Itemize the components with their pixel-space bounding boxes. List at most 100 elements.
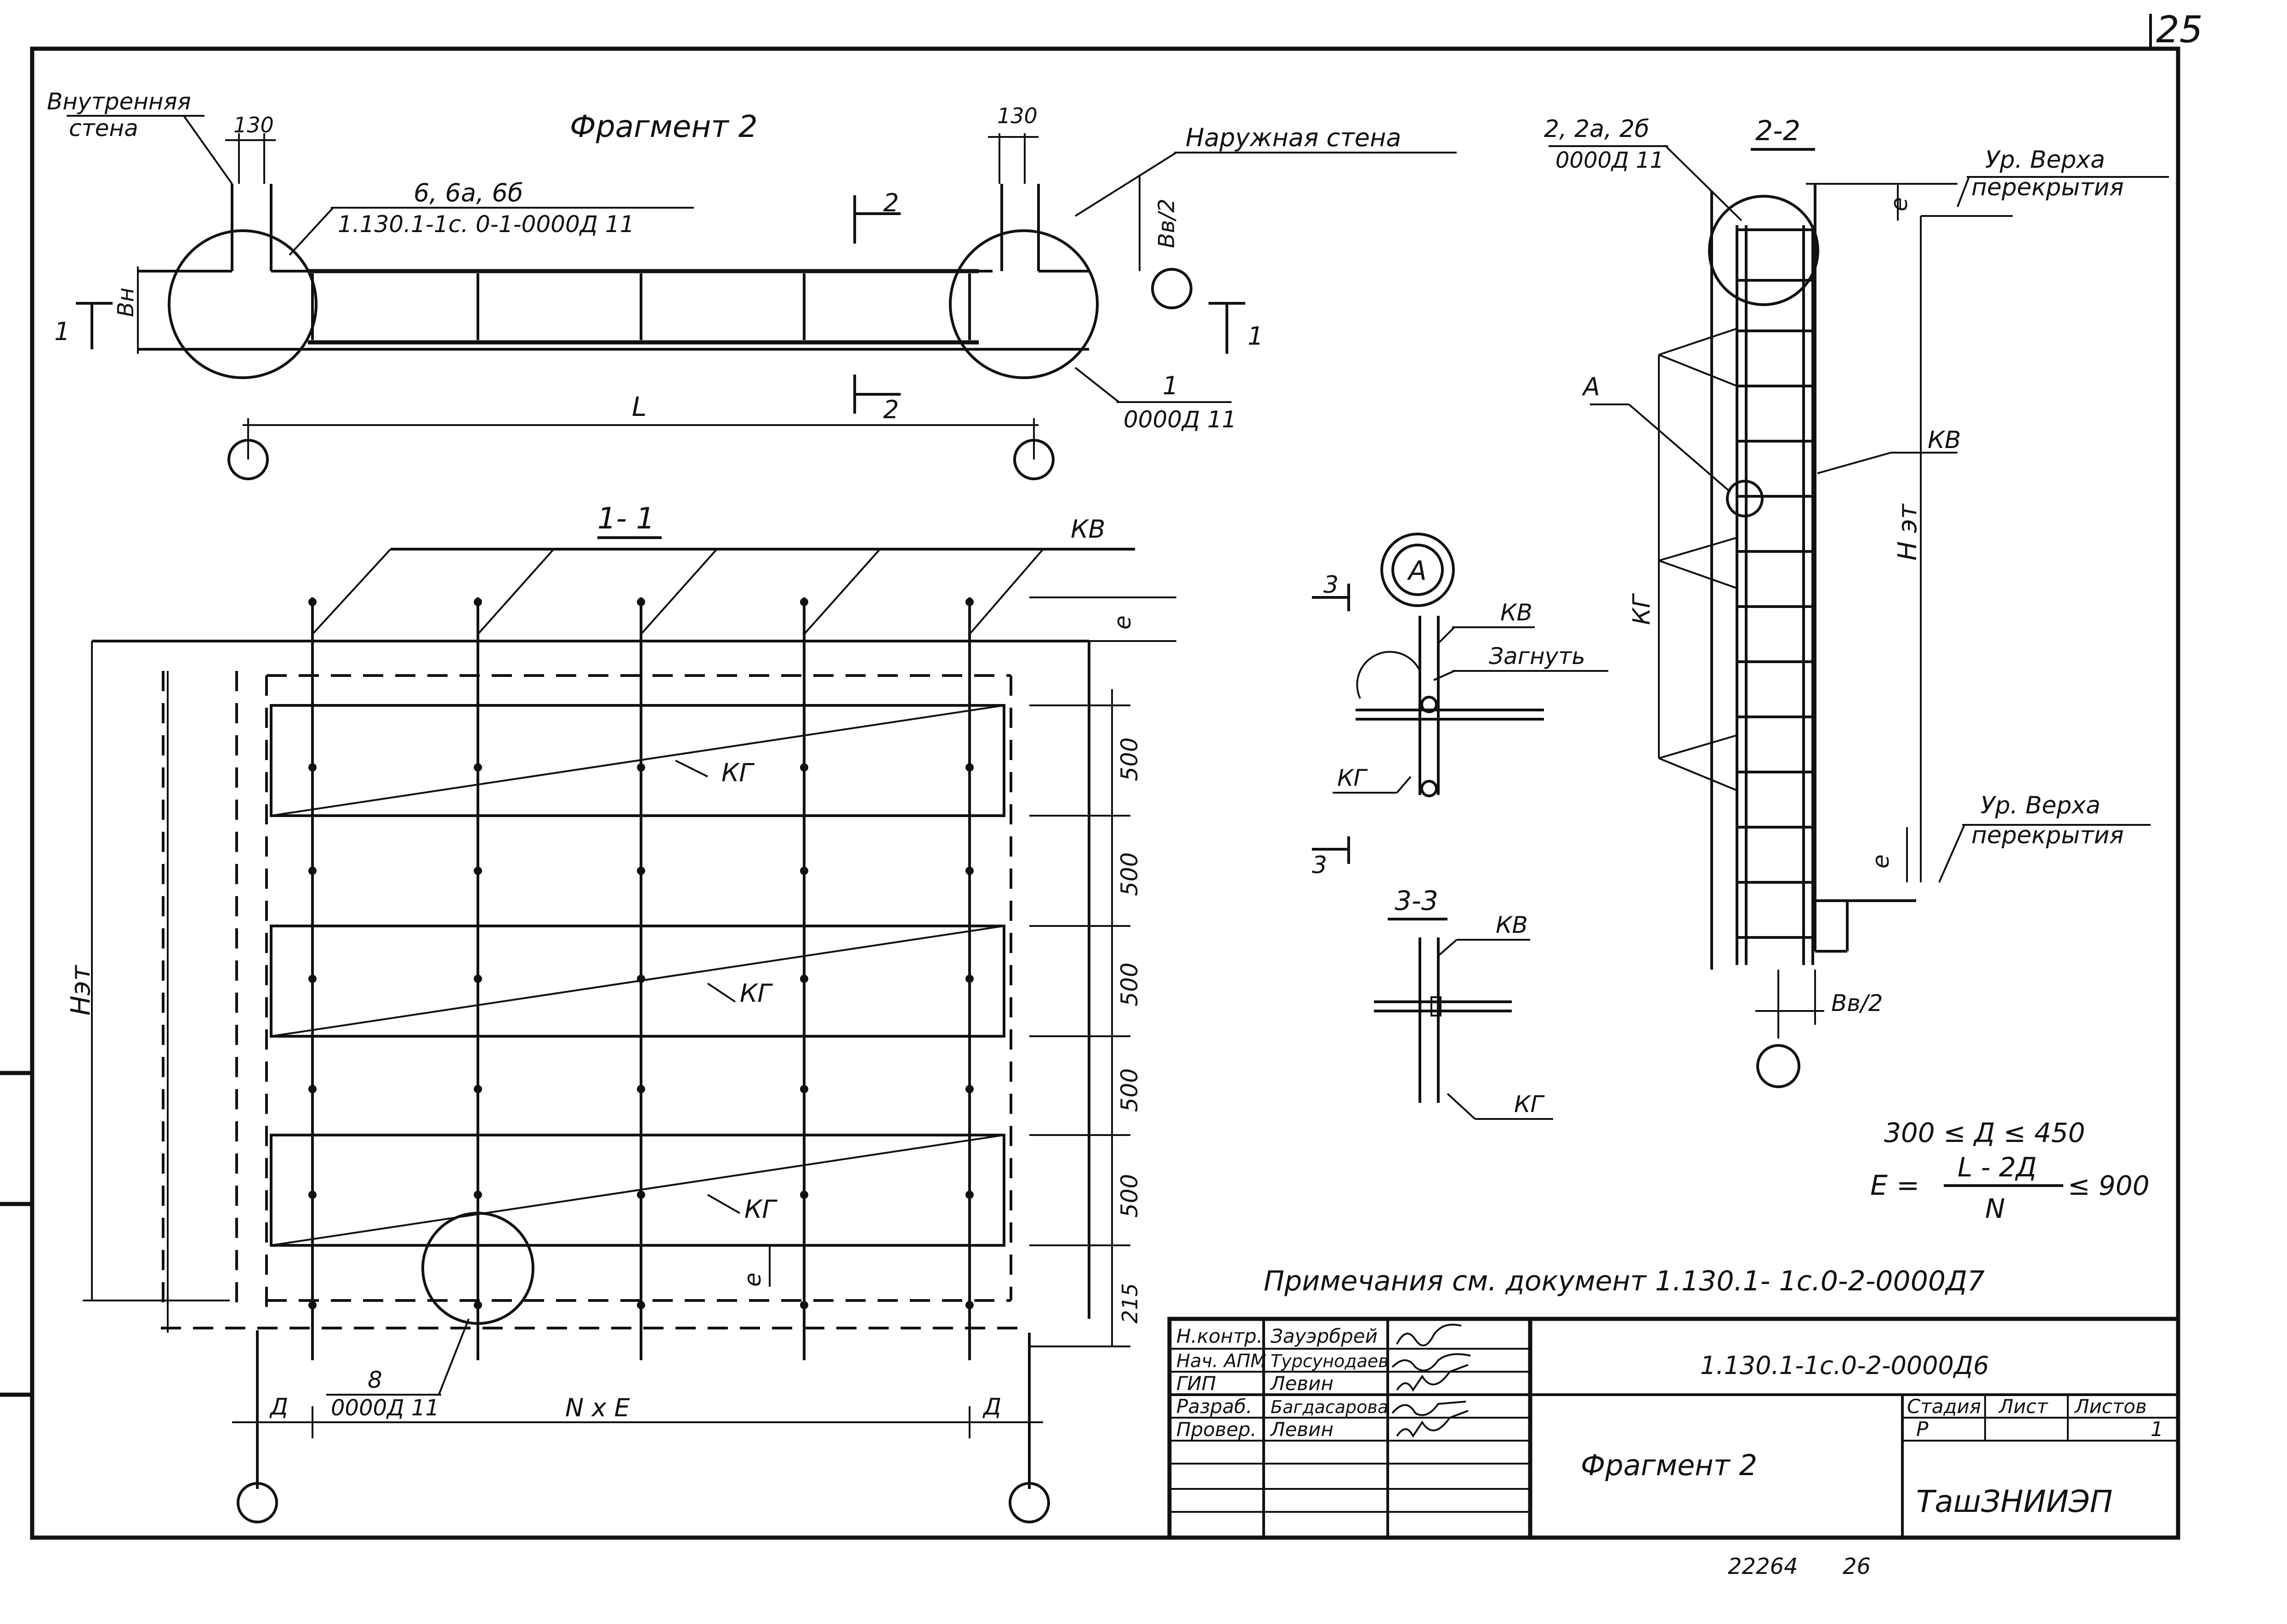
section-3-3-kv: КВ xyxy=(1496,912,1528,938)
section-2-2-title: 2-2 xyxy=(1755,115,1800,147)
section-3-3: 3-3 КВ КГ xyxy=(1374,885,1553,1120)
section-mark-1-left: 1 xyxy=(54,317,70,346)
node-a-label: А xyxy=(1407,555,1427,586)
ref-2-code: 0000Д 11 xyxy=(1555,148,1664,173)
axis-bubble-plan-right xyxy=(1013,439,1055,480)
section-1-1: 1- 1 КВ КГ КГ xyxy=(65,502,1176,1523)
dim-130-left: 130 xyxy=(233,113,274,137)
dim-L: L xyxy=(632,391,647,422)
kg-label-2: КГ xyxy=(740,979,773,1008)
role-n-kontr: Н.контр. xyxy=(1176,1325,1263,1347)
role-prover: Провер. xyxy=(1176,1418,1257,1441)
detail-circle-2-2 xyxy=(1708,195,1819,306)
ref-1-label: 1 xyxy=(1163,371,1178,400)
formula-e-lhs: E = xyxy=(1870,1170,1919,1202)
dim-bv2-2-2: Вв/2 xyxy=(1831,990,1883,1016)
footer-page: 26 xyxy=(1843,1554,1871,1579)
spacing-5: 500 xyxy=(1116,1174,1143,1218)
spacing-3: 500 xyxy=(1116,963,1143,1006)
inner-wall-label-1: Внутренняя xyxy=(47,88,191,115)
spacing-1: 500 xyxy=(1116,738,1143,781)
ref-1-code: 0000Д 11 xyxy=(1124,406,1237,433)
spacing-4: 500 xyxy=(1116,1068,1143,1112)
dim-e-top: e xyxy=(1109,615,1136,630)
kg-label-1: КГ xyxy=(721,758,755,787)
dim-bn: Вн xyxy=(113,288,139,317)
cut-3-top: 3 xyxy=(1323,571,1339,599)
axis-bubble-sec-right xyxy=(1009,1482,1050,1523)
kg-mesh-1 xyxy=(270,704,1005,817)
ref-8-label: 8 xyxy=(368,1367,382,1393)
axis-bubble-sec-left xyxy=(237,1482,278,1523)
node-a-bubble xyxy=(1380,533,1455,607)
section-3-3-title: 3-3 xyxy=(1395,885,1438,916)
detail-circle-8 xyxy=(421,1212,534,1325)
spacing-6: 215 xyxy=(1118,1283,1142,1323)
ref-6-label: 6, 6а, 6б xyxy=(414,178,523,207)
name-5: Левин xyxy=(1270,1418,1334,1441)
detail-circle-right xyxy=(949,229,1099,379)
spacing-2: 500 xyxy=(1116,852,1143,896)
cut-3-bottom: 3 xyxy=(1312,852,1327,879)
section-3-3-kg: КГ xyxy=(1514,1091,1545,1118)
dim-e-2-2-top: e xyxy=(1886,197,1912,211)
section-mark-2-bottom: 2 xyxy=(883,395,899,424)
cage-rungs xyxy=(1737,228,1813,939)
axis-bubble-2-2 xyxy=(1756,1044,1800,1088)
title-block: Н.контр. Нач. АПМ ГИП Разраб. Провер. За… xyxy=(1167,1317,2180,1540)
dim-NxE: N x E xyxy=(565,1393,630,1422)
kg-mesh-3 xyxy=(270,1134,1005,1247)
bottom-level-1: Ур. Верха xyxy=(1981,792,2100,819)
dim-130-right: 130 xyxy=(997,103,1038,128)
node-a-bend: Загнуть xyxy=(1489,643,1585,670)
bottom-level-2: перекрытия xyxy=(1971,822,2124,849)
sheet-frame xyxy=(30,46,2180,1540)
sheets-value: 1 xyxy=(2151,1418,2163,1441)
formula-d-range: 300 ≤ Д ≤ 450 xyxy=(1884,1117,2085,1148)
section-mark-1-right: 1 xyxy=(1248,322,1263,351)
stage-value: Р xyxy=(1916,1418,1929,1441)
bar-dots xyxy=(308,598,974,1309)
col-sheets: Листов xyxy=(2074,1395,2147,1418)
name-3: Левин xyxy=(1270,1372,1334,1395)
role-razrab: Разраб. xyxy=(1176,1395,1252,1418)
node-a-kv: КВ xyxy=(1500,599,1532,626)
dim-e-bottom: e xyxy=(739,1272,766,1287)
formula-e-denominator: N xyxy=(1985,1193,2005,1224)
page-number: 25 xyxy=(2156,8,2203,51)
section-1-1-title: 1- 1 xyxy=(597,502,655,536)
col-sheet: Лист xyxy=(1998,1395,2049,1418)
section-2-2-kv: КВ xyxy=(1928,426,1961,454)
dim-h-et-right: Н эт xyxy=(1893,503,1923,561)
detail-circle-left xyxy=(168,229,318,379)
ref-6-code: 1.130.1-1с. 0-1-0000Д 11 xyxy=(338,211,635,238)
inner-wall-label-2: стена xyxy=(69,115,138,142)
name-4: Багдасарова xyxy=(1271,1397,1388,1417)
formula-e-rhs: ≤ 900 xyxy=(2068,1170,2150,1201)
dim-e-2-2-bottom: e xyxy=(1867,854,1894,869)
dim-h-et-left: Нэт xyxy=(65,965,96,1016)
top-level-2: перекрытия xyxy=(1971,174,2124,201)
axis-bubble-plan-left xyxy=(227,439,269,480)
node-a-marker xyxy=(1726,480,1764,517)
formulas: 300 ≤ Д ≤ 450 E = L - 2Д N ≤ 900 xyxy=(1870,1117,2150,1224)
top-level-1: Ур. Верха xyxy=(1985,146,2105,174)
section-1-1-kv: КВ xyxy=(1071,515,1105,544)
role-nach-apm: Нач. АПМ xyxy=(1176,1351,1266,1372)
name-1: Зауэрбрей xyxy=(1271,1325,1378,1347)
node-a-detail: А 3 КВ Загнуть КГ 3 xyxy=(1312,533,1608,879)
dim-bv2-plan: Вв/2 xyxy=(1154,199,1180,248)
fragment-plan: Фрагмент 2 Внутренняя стена 130 130 Нару… xyxy=(47,88,1457,480)
ref-8-code: 0000Д 11 xyxy=(331,1395,439,1421)
section-2-2-a: А xyxy=(1582,372,1600,401)
ref-2-label: 2, 2а, 2б xyxy=(1544,115,1649,143)
section-2-2: 2-2 2, 2а, 2б 0000Д 11 Ур. Верха перекры… xyxy=(1544,115,2169,1088)
kg-mesh-2 xyxy=(270,925,1005,1038)
dim-D-right: Д xyxy=(982,1393,1001,1420)
doc-code: 1.130.1-1с.0-2-0000Д6 xyxy=(1700,1351,1989,1380)
formula-e-numerator: L - 2Д xyxy=(1958,1152,2037,1183)
notes-reference: Примечания см. документ 1.130.1- 1с.0-2-… xyxy=(1264,1265,1985,1297)
section-2-2-kg: КГ xyxy=(1628,593,1656,625)
